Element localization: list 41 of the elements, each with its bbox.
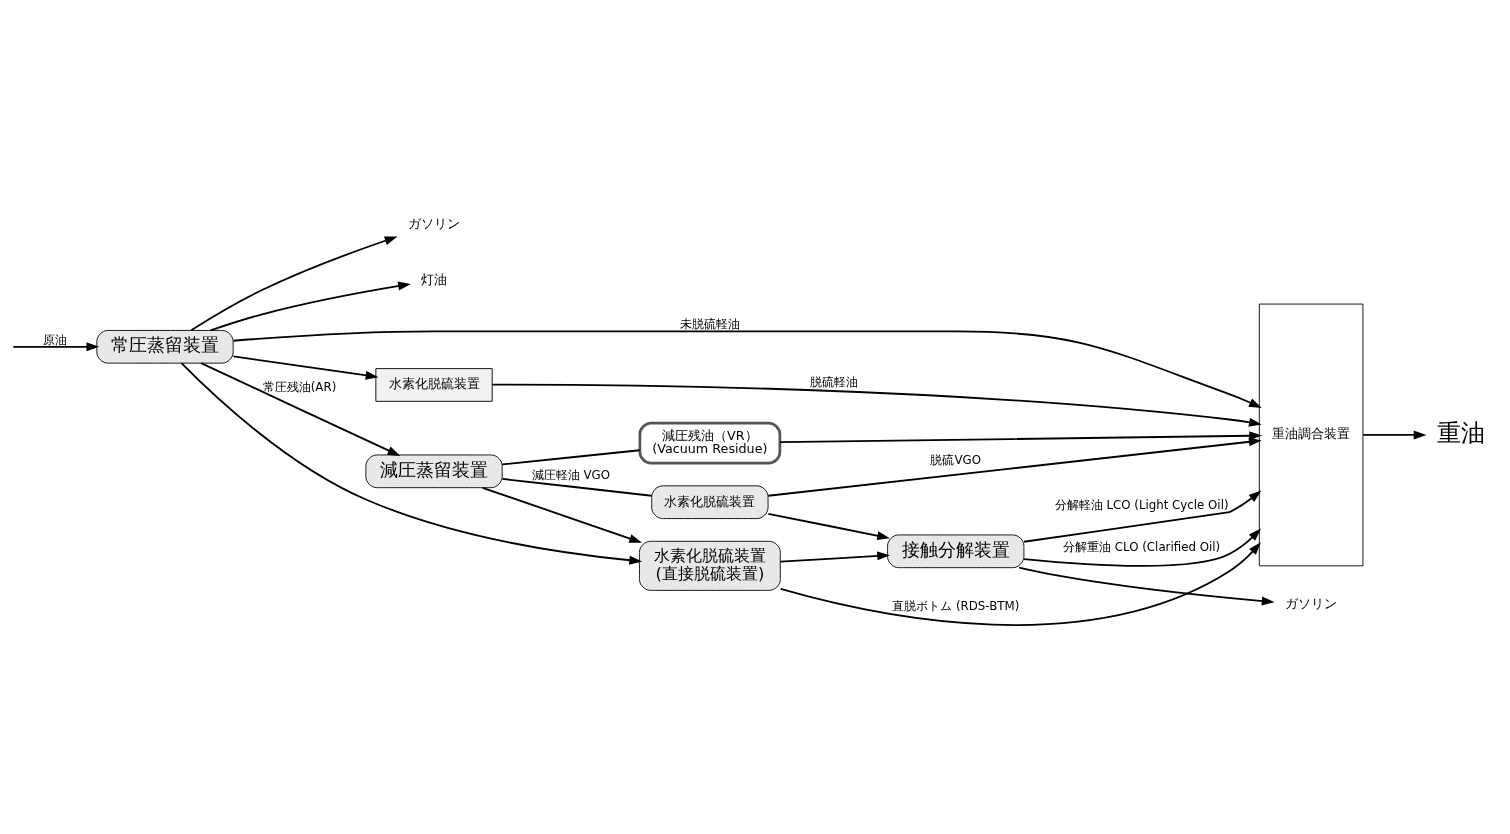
arrow (491, 383, 1262, 427)
node-box: 重油調合装置 (1258, 303, 1364, 567)
edge-label: 原油 (43, 332, 68, 347)
node-box: 水素化脱硫装置 (直接脱硫装置) (639, 540, 781, 591)
edge-label: 分解重油 CLO (Clarified Oil) (1063, 539, 1221, 554)
node-text: 灯油 (421, 271, 448, 287)
arrow (1018, 566, 1275, 606)
edge-label: 脱硫VGO (930, 452, 981, 467)
node-box: 水素化脱硫装置 (651, 485, 769, 520)
arrow (779, 542, 1261, 626)
edge-label: 脱硫軽油 (809, 375, 858, 390)
arrow (779, 431, 1263, 444)
arrow (767, 512, 890, 541)
node-text: ガソリン (408, 216, 461, 232)
node-box: 接触分解装置 (887, 534, 1025, 569)
arrow (232, 355, 379, 380)
arrow (232, 330, 1262, 409)
arrow (200, 362, 401, 457)
edge-label: 常圧残油(AR) (262, 379, 337, 394)
node-box: 減圧残油（VR） (Vacuum Residue) (638, 421, 782, 465)
node-box: 常圧蒸留装置 (96, 329, 234, 364)
arrow (767, 437, 1262, 497)
node-box: 水素化脱硫装置 (375, 368, 493, 402)
arrow (1023, 528, 1261, 567)
edge-label: 未脱硫軽油 (679, 317, 740, 332)
node-text: 重油 (1436, 418, 1485, 447)
connector (501, 478, 653, 497)
node-text: ガソリン (1285, 596, 1338, 612)
arrow (1362, 430, 1427, 440)
arrow (12, 342, 100, 352)
edge-label: 直脱ボトム (RDS-BTM) (892, 598, 1020, 613)
node-box: 減圧蒸留装置 (365, 454, 503, 489)
connector (501, 449, 641, 466)
arrow (190, 236, 398, 332)
arrow (481, 486, 643, 543)
arrow (1023, 490, 1262, 543)
edge-label: 分解軽油 LCO (Light Cycle Oil) (1054, 497, 1229, 512)
arrow (779, 551, 890, 563)
arrow (209, 281, 411, 332)
arrow (180, 362, 643, 565)
edge-label: 減圧軽油 VGO (531, 467, 610, 482)
